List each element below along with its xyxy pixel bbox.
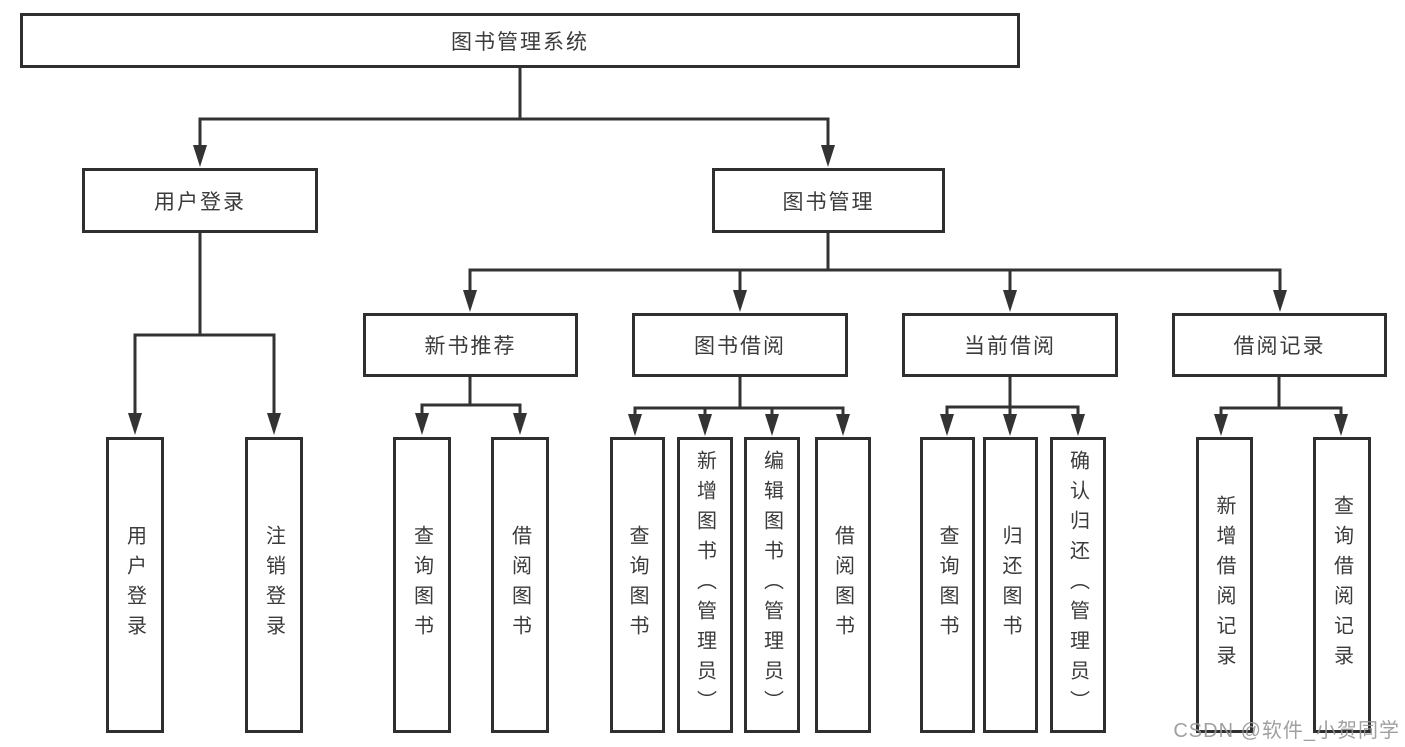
leaf-borrow-query-books-label: 查询图书 — [626, 525, 648, 645]
leaf-confirm-return-admin: 确认归还（管理员） — [1050, 437, 1106, 733]
leaf-logout: 注销登录 — [245, 437, 303, 733]
leaf-user-login-label: 用户登录 — [123, 525, 146, 645]
node-new-book-recommend: 新书推荐 — [363, 313, 578, 377]
leaf-recommend-query-books-label: 查询图书 — [410, 525, 433, 645]
node-borrow-records-label: 借阅记录 — [1233, 335, 1326, 358]
node-user-login: 用户登录 — [82, 168, 318, 233]
node-library-management-system-label: 图书管理系统 — [451, 30, 589, 54]
leaf-return-books: 归还图书 — [983, 437, 1038, 733]
leaf-edit-books-admin: 编辑图书（管理员） — [744, 437, 800, 733]
leaf-borrow-query-books: 查询图书 — [610, 437, 665, 733]
leaf-logout-label: 注销登录 — [262, 525, 285, 645]
leaf-recommend-borrow-books: 借阅图书 — [491, 437, 549, 733]
leaf-query-borrow-record: 查询借阅记录 — [1313, 437, 1371, 733]
leaf-current-query-books-label: 查询图书 — [936, 525, 958, 645]
leaf-recommend-borrow-books-label: 借阅图书 — [508, 525, 531, 645]
leaf-confirm-return-admin-label: 确认归还（管理员） — [1066, 450, 1089, 720]
node-new-book-recommend-label: 新书推荐 — [424, 335, 517, 358]
leaf-add-borrow-record-label: 新增借阅记录 — [1213, 495, 1235, 675]
leaf-borrow-books: 借阅图书 — [815, 437, 871, 733]
leaf-user-login: 用户登录 — [106, 437, 164, 733]
node-book-management: 图书管理 — [712, 168, 945, 233]
leaf-recommend-query-books: 查询图书 — [393, 437, 451, 733]
node-book-borrow-label: 图书借阅 — [694, 335, 786, 358]
leaf-current-query-books: 查询图书 — [920, 437, 975, 733]
leaf-borrow-books-label: 借阅图书 — [831, 525, 854, 645]
leaf-query-borrow-record-label: 查询借阅记录 — [1330, 495, 1353, 675]
leaf-add-borrow-record: 新增借阅记录 — [1196, 437, 1253, 733]
node-borrow-records: 借阅记录 — [1172, 313, 1387, 377]
node-book-management-label: 图书管理 — [782, 190, 875, 214]
csdn-watermark: CSDN @软件_小贺同学 — [1173, 720, 1400, 742]
node-current-borrow-label: 当前借阅 — [964, 335, 1056, 358]
node-book-borrow: 图书借阅 — [632, 313, 848, 377]
node-user-login-label: 用户登录 — [154, 190, 246, 214]
leaf-add-books-admin-label: 新增图书（管理员） — [693, 450, 716, 720]
node-current-borrow: 当前借阅 — [902, 313, 1118, 377]
leaf-edit-books-admin-label: 编辑图书（管理员） — [760, 450, 783, 720]
leaf-add-books-admin: 新增图书（管理员） — [677, 437, 733, 733]
leaf-return-books-label: 归还图书 — [999, 525, 1021, 645]
node-library-management-system: 图书管理系统 — [20, 13, 1020, 68]
